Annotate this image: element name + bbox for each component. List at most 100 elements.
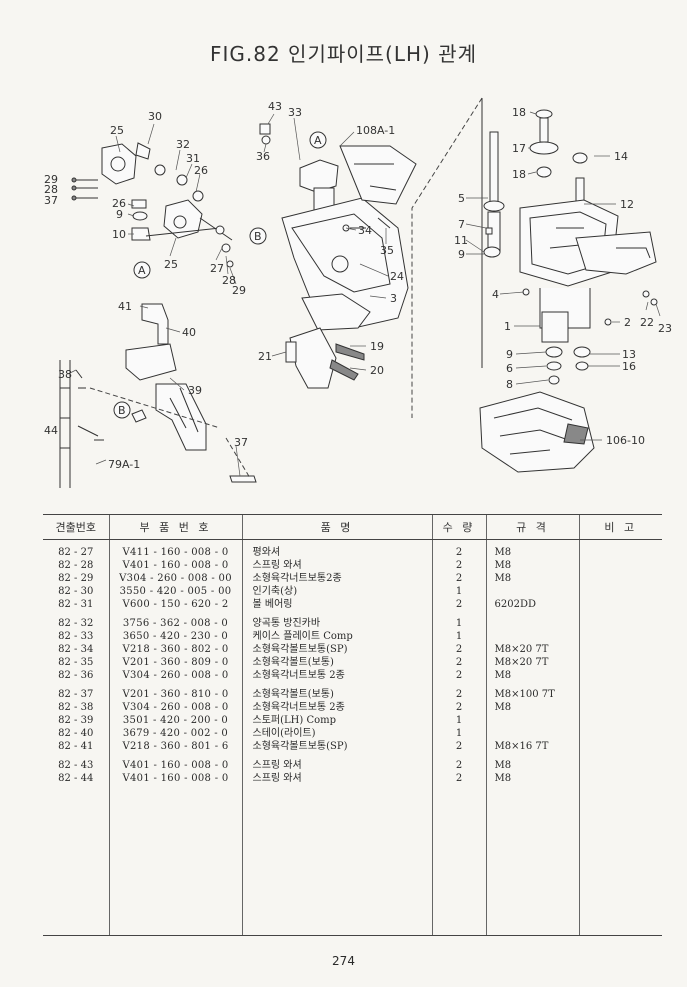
table-cell-name: 스프링 와셔 [241,759,432,772]
callout-label: 3 [390,292,397,305]
callout-label: 6 [506,362,513,375]
callout-label: 30 [148,110,162,123]
table-cell-empty [431,611,486,617]
column-header-spec: 규 격 [485,514,579,540]
callout-label: 7 [458,218,465,231]
table-cell-remarks [578,617,662,630]
view-marker-label: A [138,264,146,277]
table-cell-empty [108,682,242,688]
callout-label: 37 [44,194,58,207]
page-number: 274 [332,954,355,968]
table-cell-qty: 2 [431,656,486,669]
table-cell-remarks [578,714,662,727]
table-cell-spec: M8 [485,701,579,714]
table-cell-name: 스토퍼(LH) Comp [241,714,432,727]
callout-label: 29 [232,284,246,297]
callout-label: 37 [234,436,248,449]
table-cell-pn: V304 - 260 - 008 - 0 [108,669,242,682]
table-cell-pn: V218 - 360 - 802 - 0 [108,643,242,656]
page-title: FIG.82 인기파이프(LH) 관계 [209,42,477,66]
callout-label: 19 [370,340,384,353]
table-cell-ref: 82 - 31 [58,599,94,610]
table-cell-pn: 3550 - 420 - 005 - 00 [108,585,242,598]
table-cell-qty: 2 [431,559,486,572]
table-cell-spec: M8 [485,539,579,559]
table-cell-pn: 3756 - 362 - 008 - 0 [108,617,242,630]
table-cell-name: 소형육각너트보통 2종 [241,701,432,714]
table-cell-empty [241,753,432,759]
table-cell-spec: M8 [485,669,579,682]
table-cell-name: 평와셔 [241,539,432,559]
table-cell-empty [485,785,579,936]
table-cell-pn: 3650 - 420 - 230 - 0 [108,630,242,643]
callout-label: 13 [622,348,636,361]
table-cell-ref: 82 - 34 [58,644,94,655]
table-filler-row [43,785,662,936]
table-cell-ref: 82 - 40 [58,728,94,739]
callout-label: 36 [256,150,270,163]
table-cell-ref: 82 - 32 [58,618,94,629]
table-cell-empty [485,682,579,688]
callout-label: 31 [186,152,200,165]
table-cell-pn: V304 - 260 - 008 - 0 [108,701,242,714]
table-cell-empty [485,753,579,759]
callout-label: 9 [116,208,123,221]
table-cell-spec: 6202DD [485,598,579,611]
table-cell-remarks [578,701,662,714]
table-cell-ref: 82 - 29 [58,573,94,584]
pipe-lh-assembly-drawing [479,109,658,473]
callout-label: 108A-1 [356,124,395,137]
stopper-bracket-drawing [59,303,257,488]
table-spacer-row [43,611,662,617]
table-cell-qty: 2 [431,598,486,611]
callout-label: 18 [512,168,526,181]
table-cell-qty: 1 [431,727,486,740]
table-cell-ref: 82 - 35 [58,657,94,668]
callout-label: 18 [512,106,526,119]
column-header-part-number: 부 품 번 호 [108,514,242,540]
table-cell-remarks [578,772,662,785]
table-cell-name: 소형육각너트보통 2종 [241,669,432,682]
table-cell-pn: V401 - 160 - 008 - 0 [108,559,242,572]
callout-label: 25 [110,124,124,137]
table-cell-remarks [578,688,662,701]
table-cell-name: 소형육각볼트보통(SP) [241,740,432,753]
view-marker-label: B [118,404,126,417]
table-cell-spec: M8×20 7T [485,656,579,669]
table-cell-spec [485,630,579,643]
callout-label: 2 [624,316,631,329]
table-cell-qty: 1 [431,630,486,643]
table-cell-remarks [578,643,662,656]
table-cell-qty: 2 [431,759,486,772]
table-cell-remarks [578,759,662,772]
callout-label: 14 [614,150,628,163]
table-cell-empty [108,611,242,617]
table-cell-empty [431,682,486,688]
column-header-part-name: 품 명 [241,514,432,540]
table-cell-spec [485,714,579,727]
table-cell-empty [578,753,662,759]
table-cell-spec: M8×16 7T [485,740,579,753]
table-cell-name: 인기축(상) [241,585,432,598]
callout-label: 20 [370,364,384,377]
table-cell-remarks [578,539,662,559]
table-cell-name: 케이스 플레이트 Comp [241,630,432,643]
table-cell-name: 소형육각볼트보통(SP) [241,643,432,656]
table-cell-qty: 2 [431,669,486,682]
callout-label: 4 [492,288,499,301]
table-cell-qty: 2 [431,772,486,785]
table-cell-pn: V401 - 160 - 008 - 0 [108,759,242,772]
table-cell-empty [241,682,432,688]
callout-label: 10 [112,228,126,241]
